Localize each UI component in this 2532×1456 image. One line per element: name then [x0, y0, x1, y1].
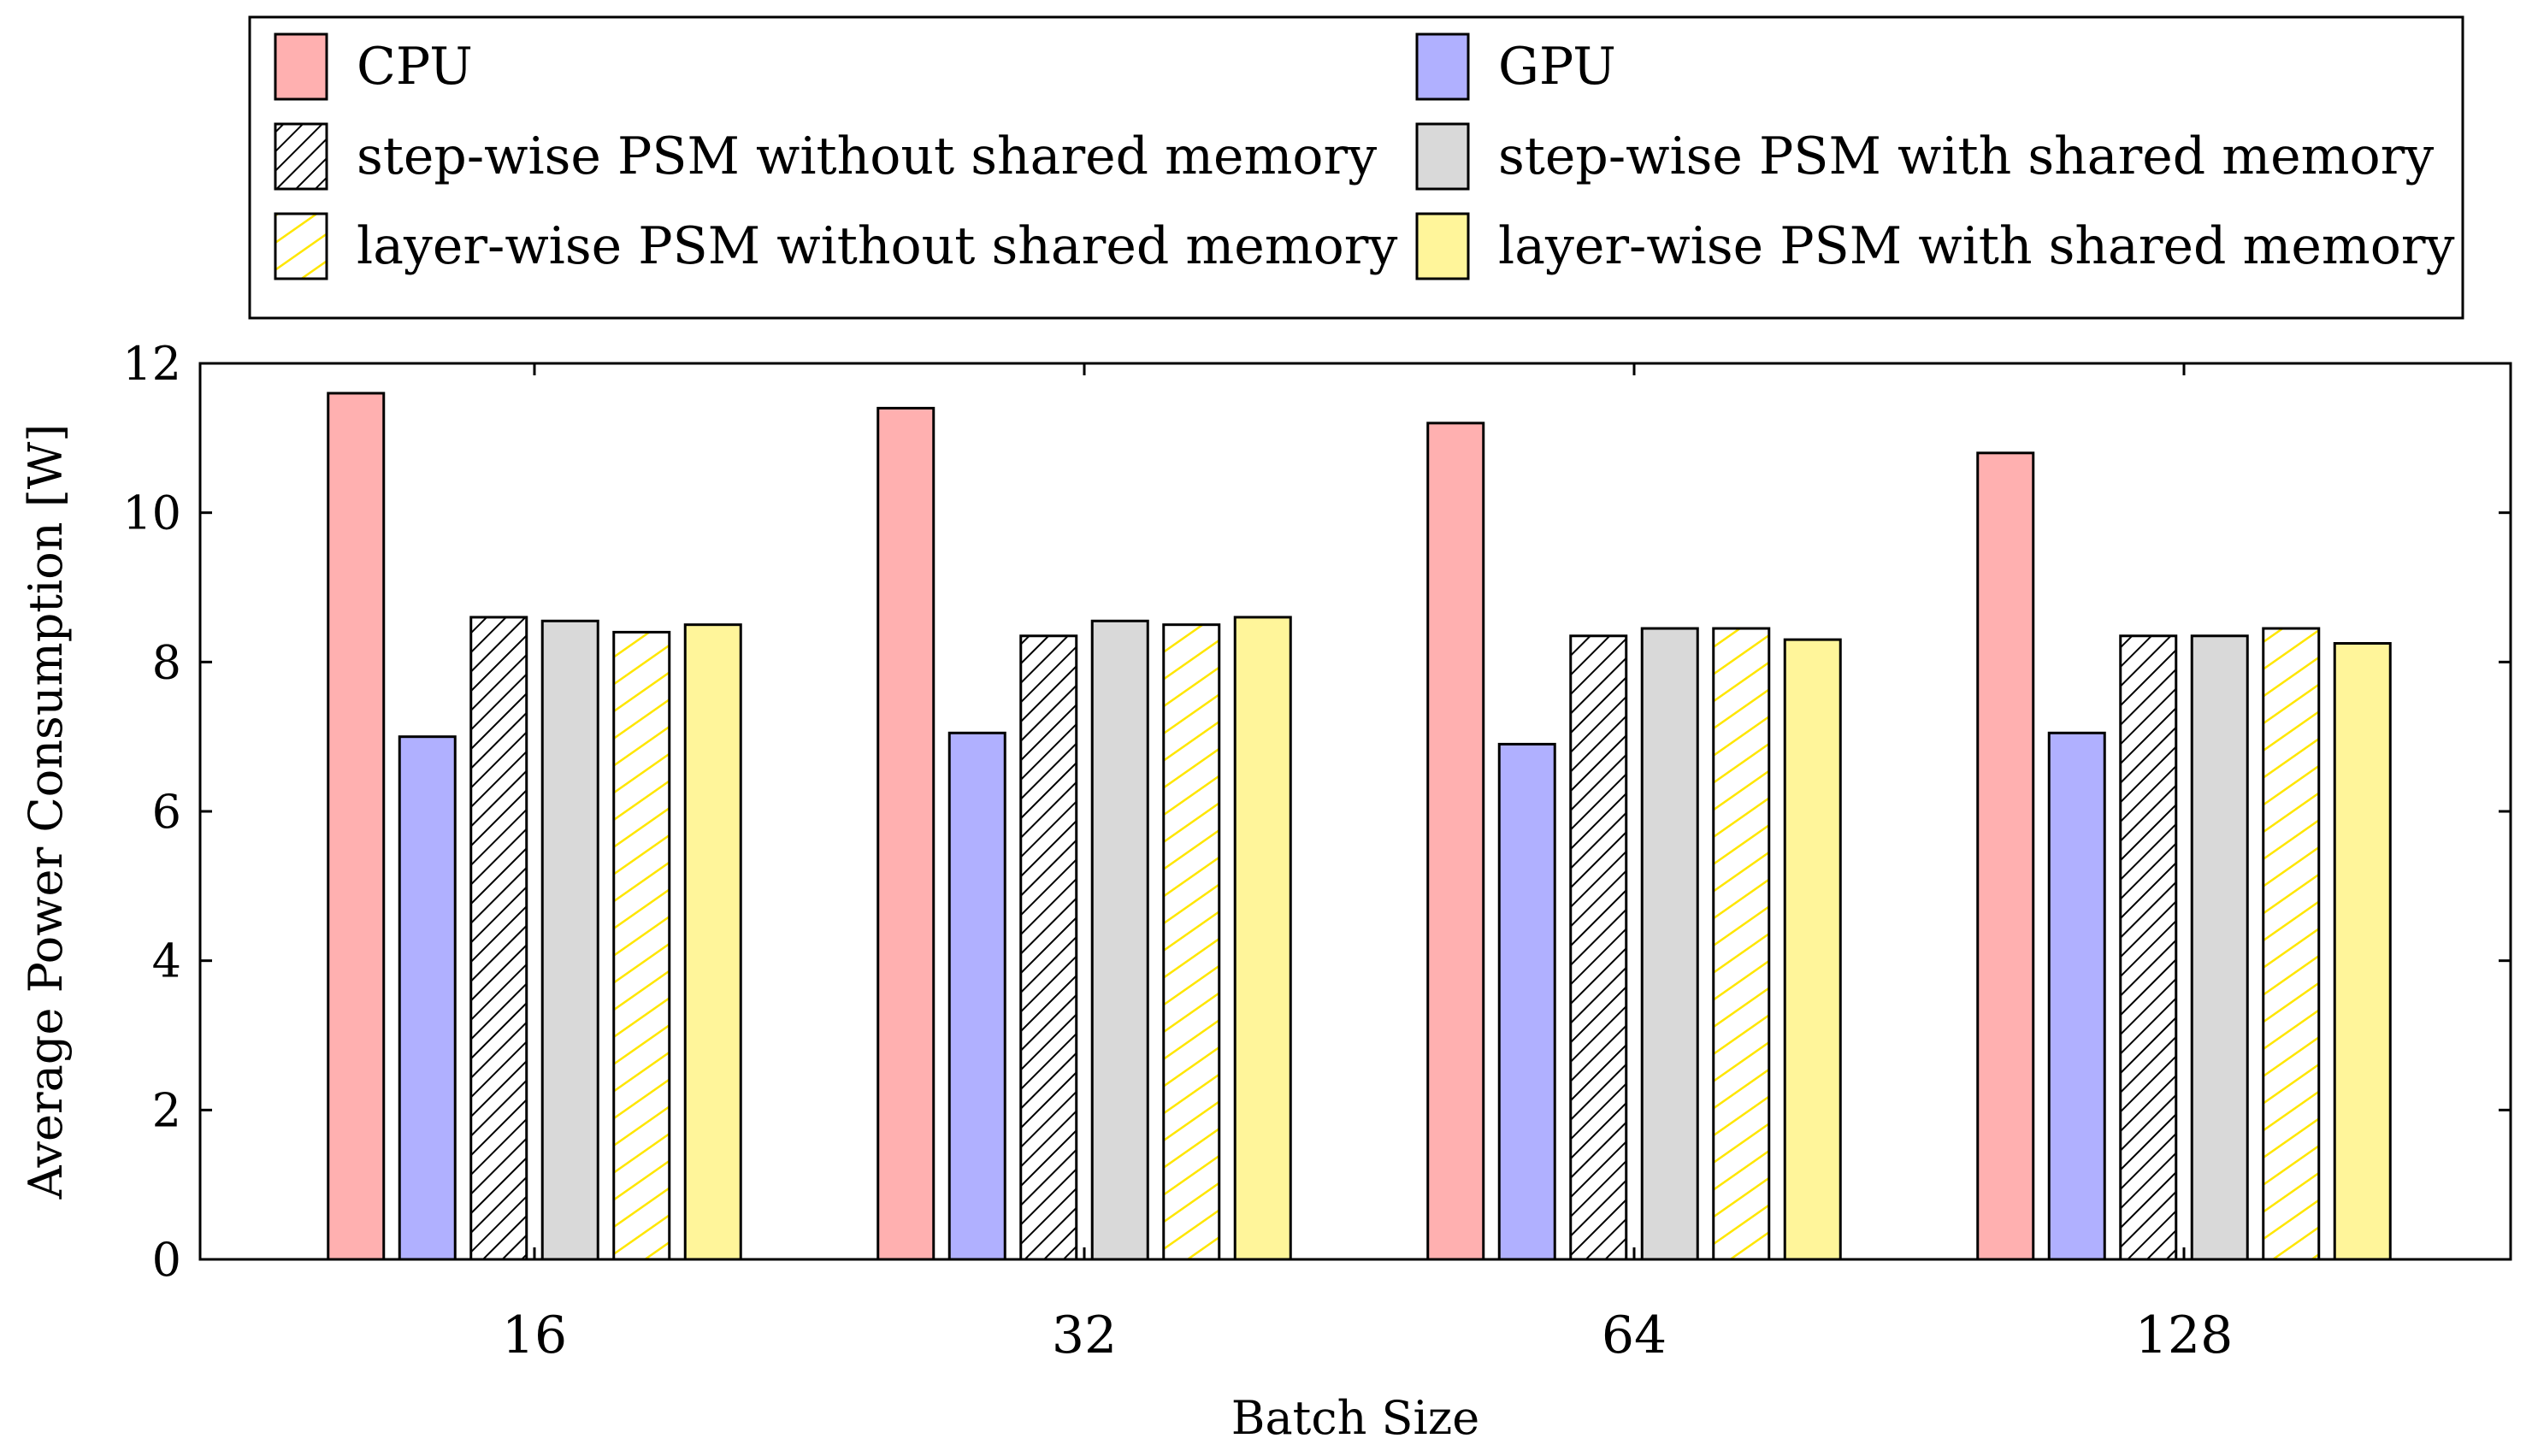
legend-label: layer-wise PSM with shared memory — [1498, 216, 2455, 276]
bar — [2190, 634, 2249, 1261]
y-tick-label: 8 — [152, 635, 181, 689]
legend-swatch — [274, 122, 328, 191]
legend-frame — [248, 15, 2464, 320]
x-axis: 16 32 64 128 — [502, 363, 2233, 1365]
y-tick-label: 2 — [152, 1083, 181, 1137]
bar — [1426, 421, 1485, 1261]
bar — [947, 731, 1006, 1261]
bar — [1233, 616, 1292, 1261]
y-tick-label: 4 — [152, 934, 181, 988]
y-tick-label: 6 — [152, 785, 181, 839]
legend-swatch — [274, 32, 328, 101]
y-tick-label: 0 — [152, 1233, 181, 1287]
bars — [327, 392, 2392, 1261]
legend-swatch — [1415, 122, 1470, 191]
x-tick-label: 128 — [2135, 1306, 2234, 1365]
bar — [398, 735, 457, 1261]
legend-label: GPU — [1498, 37, 1616, 97]
legend-label: step-wise PSM with shared memory — [1498, 127, 2434, 186]
x-tick-label: 32 — [1052, 1306, 1117, 1365]
bar — [683, 623, 742, 1261]
plot-area: 0 2 4 6 8 10 12 16 32 64 128 — [122, 337, 2512, 1365]
legend-swatch — [274, 212, 328, 280]
x-tick-label: 64 — [1602, 1306, 1667, 1365]
legend: CPU GPU step-wise PSM without shared memor… — [248, 15, 2464, 320]
bar — [327, 392, 386, 1261]
bar — [540, 619, 599, 1261]
bar — [469, 616, 528, 1261]
bar — [2119, 634, 2178, 1261]
bar — [1497, 742, 1556, 1261]
x-axis-label: Batch Size — [1231, 1391, 1479, 1445]
bar — [1162, 623, 1221, 1261]
bar — [2262, 627, 2321, 1261]
x-tick-label: 16 — [502, 1306, 567, 1365]
bar — [2333, 642, 2392, 1261]
bar — [2047, 731, 2106, 1261]
bar — [1712, 627, 1771, 1261]
legend-label: step-wise PSM without shared memory — [357, 127, 1377, 186]
legend-label: CPU — [357, 37, 473, 97]
y-tick-label: 10 — [122, 486, 181, 540]
y-axis: 0 2 4 6 8 10 12 — [122, 337, 2511, 1287]
bar — [1783, 638, 1842, 1261]
bar — [1640, 627, 1699, 1261]
bar — [876, 406, 935, 1261]
bar — [1019, 634, 1078, 1261]
legend-swatch — [1415, 32, 1470, 101]
y-axis-label: Average Power Consumption [W] — [19, 424, 73, 1200]
y-tick-label: 12 — [122, 337, 181, 391]
bar — [1976, 451, 2035, 1261]
bar — [1090, 619, 1149, 1261]
bar — [1569, 634, 1628, 1261]
bar — [612, 630, 671, 1261]
legend-swatch — [1415, 212, 1470, 280]
legend-label: layer-wise PSM without shared memory — [357, 216, 1397, 276]
